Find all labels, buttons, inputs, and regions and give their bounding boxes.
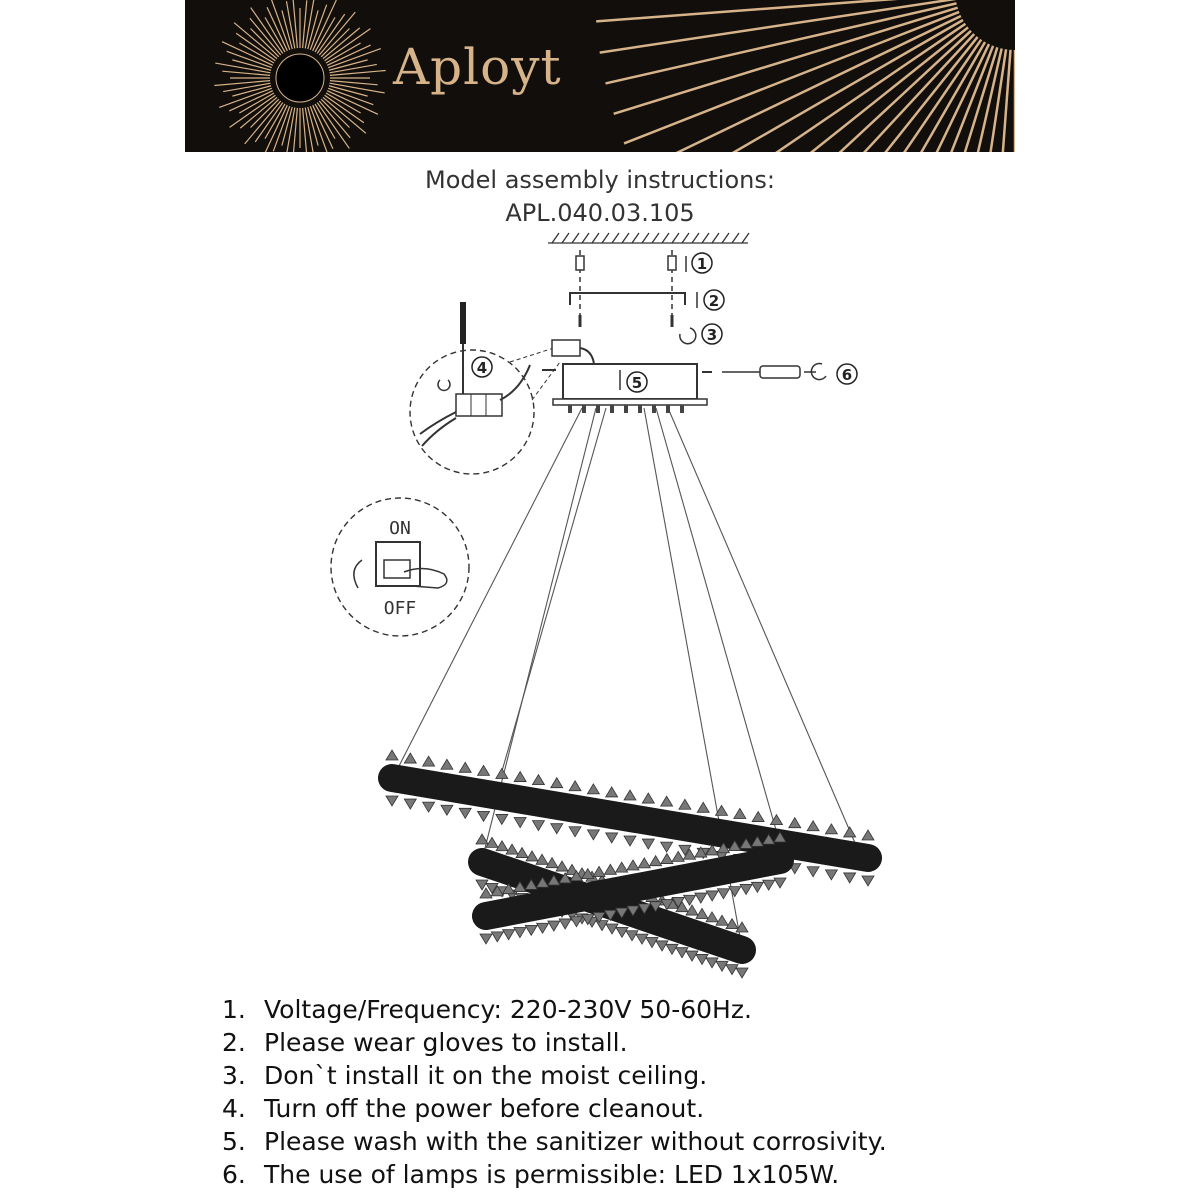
ceiling-anchors: [575, 250, 677, 330]
ceiling: [548, 232, 750, 244]
note-item: 6.The use of lamps is permissible: LED 1…: [222, 1160, 840, 1189]
step-6-screwdriver: 6: [722, 362, 858, 385]
brand-logo: Aployt: [393, 38, 562, 96]
step-1-label: 1: [685, 252, 713, 274]
crystal-rings: [378, 749, 882, 979]
step-3-number: 3: [707, 326, 717, 344]
switch-on-label: ON: [389, 518, 411, 539]
sunburst-icon: [214, 0, 1015, 152]
notes-list: 1.Voltage/Frequency: 220-230V 50-60Hz. 2…: [222, 993, 887, 1191]
note-item: 3.Don`t install it on the moist ceiling.: [222, 1061, 708, 1090]
step-2-label: 2: [696, 289, 725, 311]
page-title: Model assembly instructions:: [425, 166, 775, 194]
step-6-number: 6: [842, 366, 852, 384]
brand-banner: Aployt: [185, 0, 1015, 152]
switch-off-label: OFF: [384, 598, 417, 619]
assembly-diagram: 1 2 3 5 6: [330, 232, 882, 979]
step-5-number: 5: [632, 374, 642, 392]
step-4-number: 4: [477, 359, 487, 377]
note-item: 4.Turn off the power before cleanout.: [222, 1094, 705, 1123]
step-3-label: 3: [679, 323, 723, 345]
note-item: 2.Please wear gloves to install.: [222, 1028, 628, 1057]
wiring-detail: 4: [409, 302, 595, 475]
note-item: 5.Please wash with the sanitizer without…: [222, 1127, 887, 1156]
note-item: 1.Voltage/Frequency: 220-230V 50-60Hz.: [222, 995, 752, 1024]
mounting-bracket: [569, 292, 686, 305]
step-2-number: 2: [709, 292, 719, 310]
model-number: APL.040.03.105: [505, 199, 695, 227]
power-switch-detail: ON OFF: [330, 497, 470, 637]
step-1-number: 1: [697, 255, 707, 273]
canopy: 5: [542, 363, 712, 406]
